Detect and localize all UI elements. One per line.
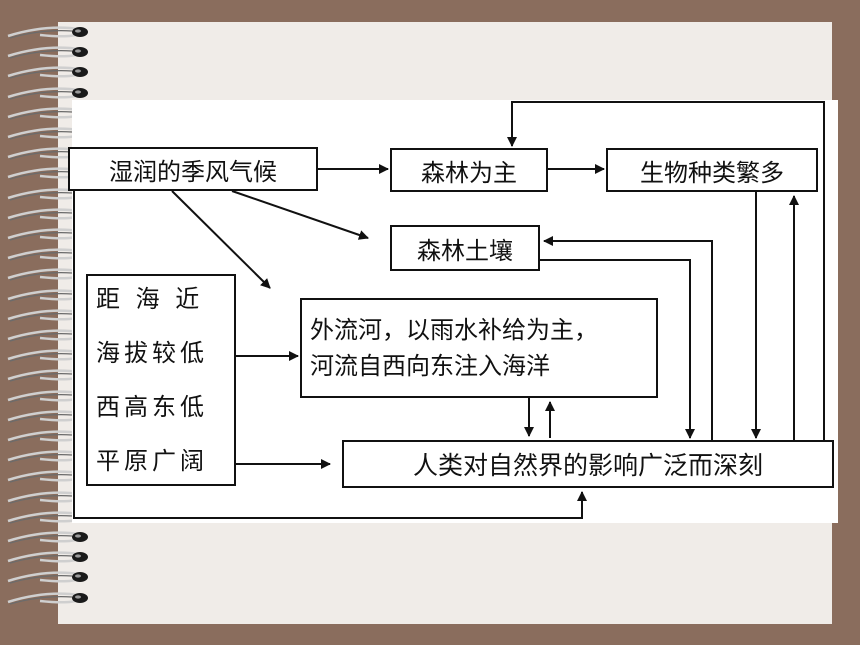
spiral-ring bbox=[7, 46, 88, 59]
node-climate-label: 湿润的季风气候 bbox=[109, 157, 277, 186]
node-human-impact: 人类对自然界的影响广泛而深刻 bbox=[342, 440, 834, 488]
spiral-ring bbox=[7, 66, 88, 79]
arrow-climate-soil bbox=[231, 190, 369, 240]
geography-line-4: 平原广阔 bbox=[96, 447, 208, 475]
arrow-human-soil bbox=[543, 236, 713, 440]
node-geography: 距 海 近 海拔较低 西高东低 平原广阔 bbox=[86, 274, 236, 486]
arrow-climate-human bbox=[73, 191, 587, 519]
spiral-ring bbox=[7, 592, 88, 605]
geography-line-2: 海拔较低 bbox=[96, 339, 208, 367]
node-human-impact-label: 人类对自然界的影响广泛而深刻 bbox=[412, 451, 763, 480]
geography-line-1: 距 海 近 bbox=[96, 285, 204, 313]
node-forest: 森林为主 bbox=[390, 148, 548, 192]
arrow-human-forest bbox=[507, 101, 825, 440]
geography-line-3: 西高东低 bbox=[96, 393, 208, 421]
arrow-layer bbox=[73, 101, 825, 519]
node-forest-label: 森林为主 bbox=[421, 158, 517, 187]
diagram-panel: 湿润的季风气候 森林为主 生物种类繁多 森林土壤 距 海 近 海拔较低 西高东低… bbox=[68, 100, 838, 523]
node-climate: 湿润的季风气候 bbox=[68, 147, 318, 191]
node-soil: 森林土壤 bbox=[390, 225, 540, 271]
rivers-line-1: 外流河，以雨水补给为主， bbox=[310, 316, 598, 344]
spiral-ring bbox=[7, 551, 88, 564]
spiral-ring bbox=[7, 531, 88, 544]
node-soil-label: 森林土壤 bbox=[417, 236, 513, 265]
node-biodiversity: 生物种类繁多 bbox=[606, 148, 818, 192]
arrow-soil-human bbox=[540, 259, 695, 439]
rivers-line-2: 河流自西向东注入海洋 bbox=[310, 352, 550, 380]
arrow-climate-rivers bbox=[171, 190, 271, 289]
spiral-ring bbox=[7, 87, 88, 100]
spiral-ring bbox=[7, 571, 88, 584]
node-rivers: 外流河，以雨水补给为主， 河流自西向东注入海洋 bbox=[300, 298, 658, 398]
node-biodiversity-label: 生物种类繁多 bbox=[640, 158, 784, 187]
spiral-ring bbox=[7, 26, 88, 39]
